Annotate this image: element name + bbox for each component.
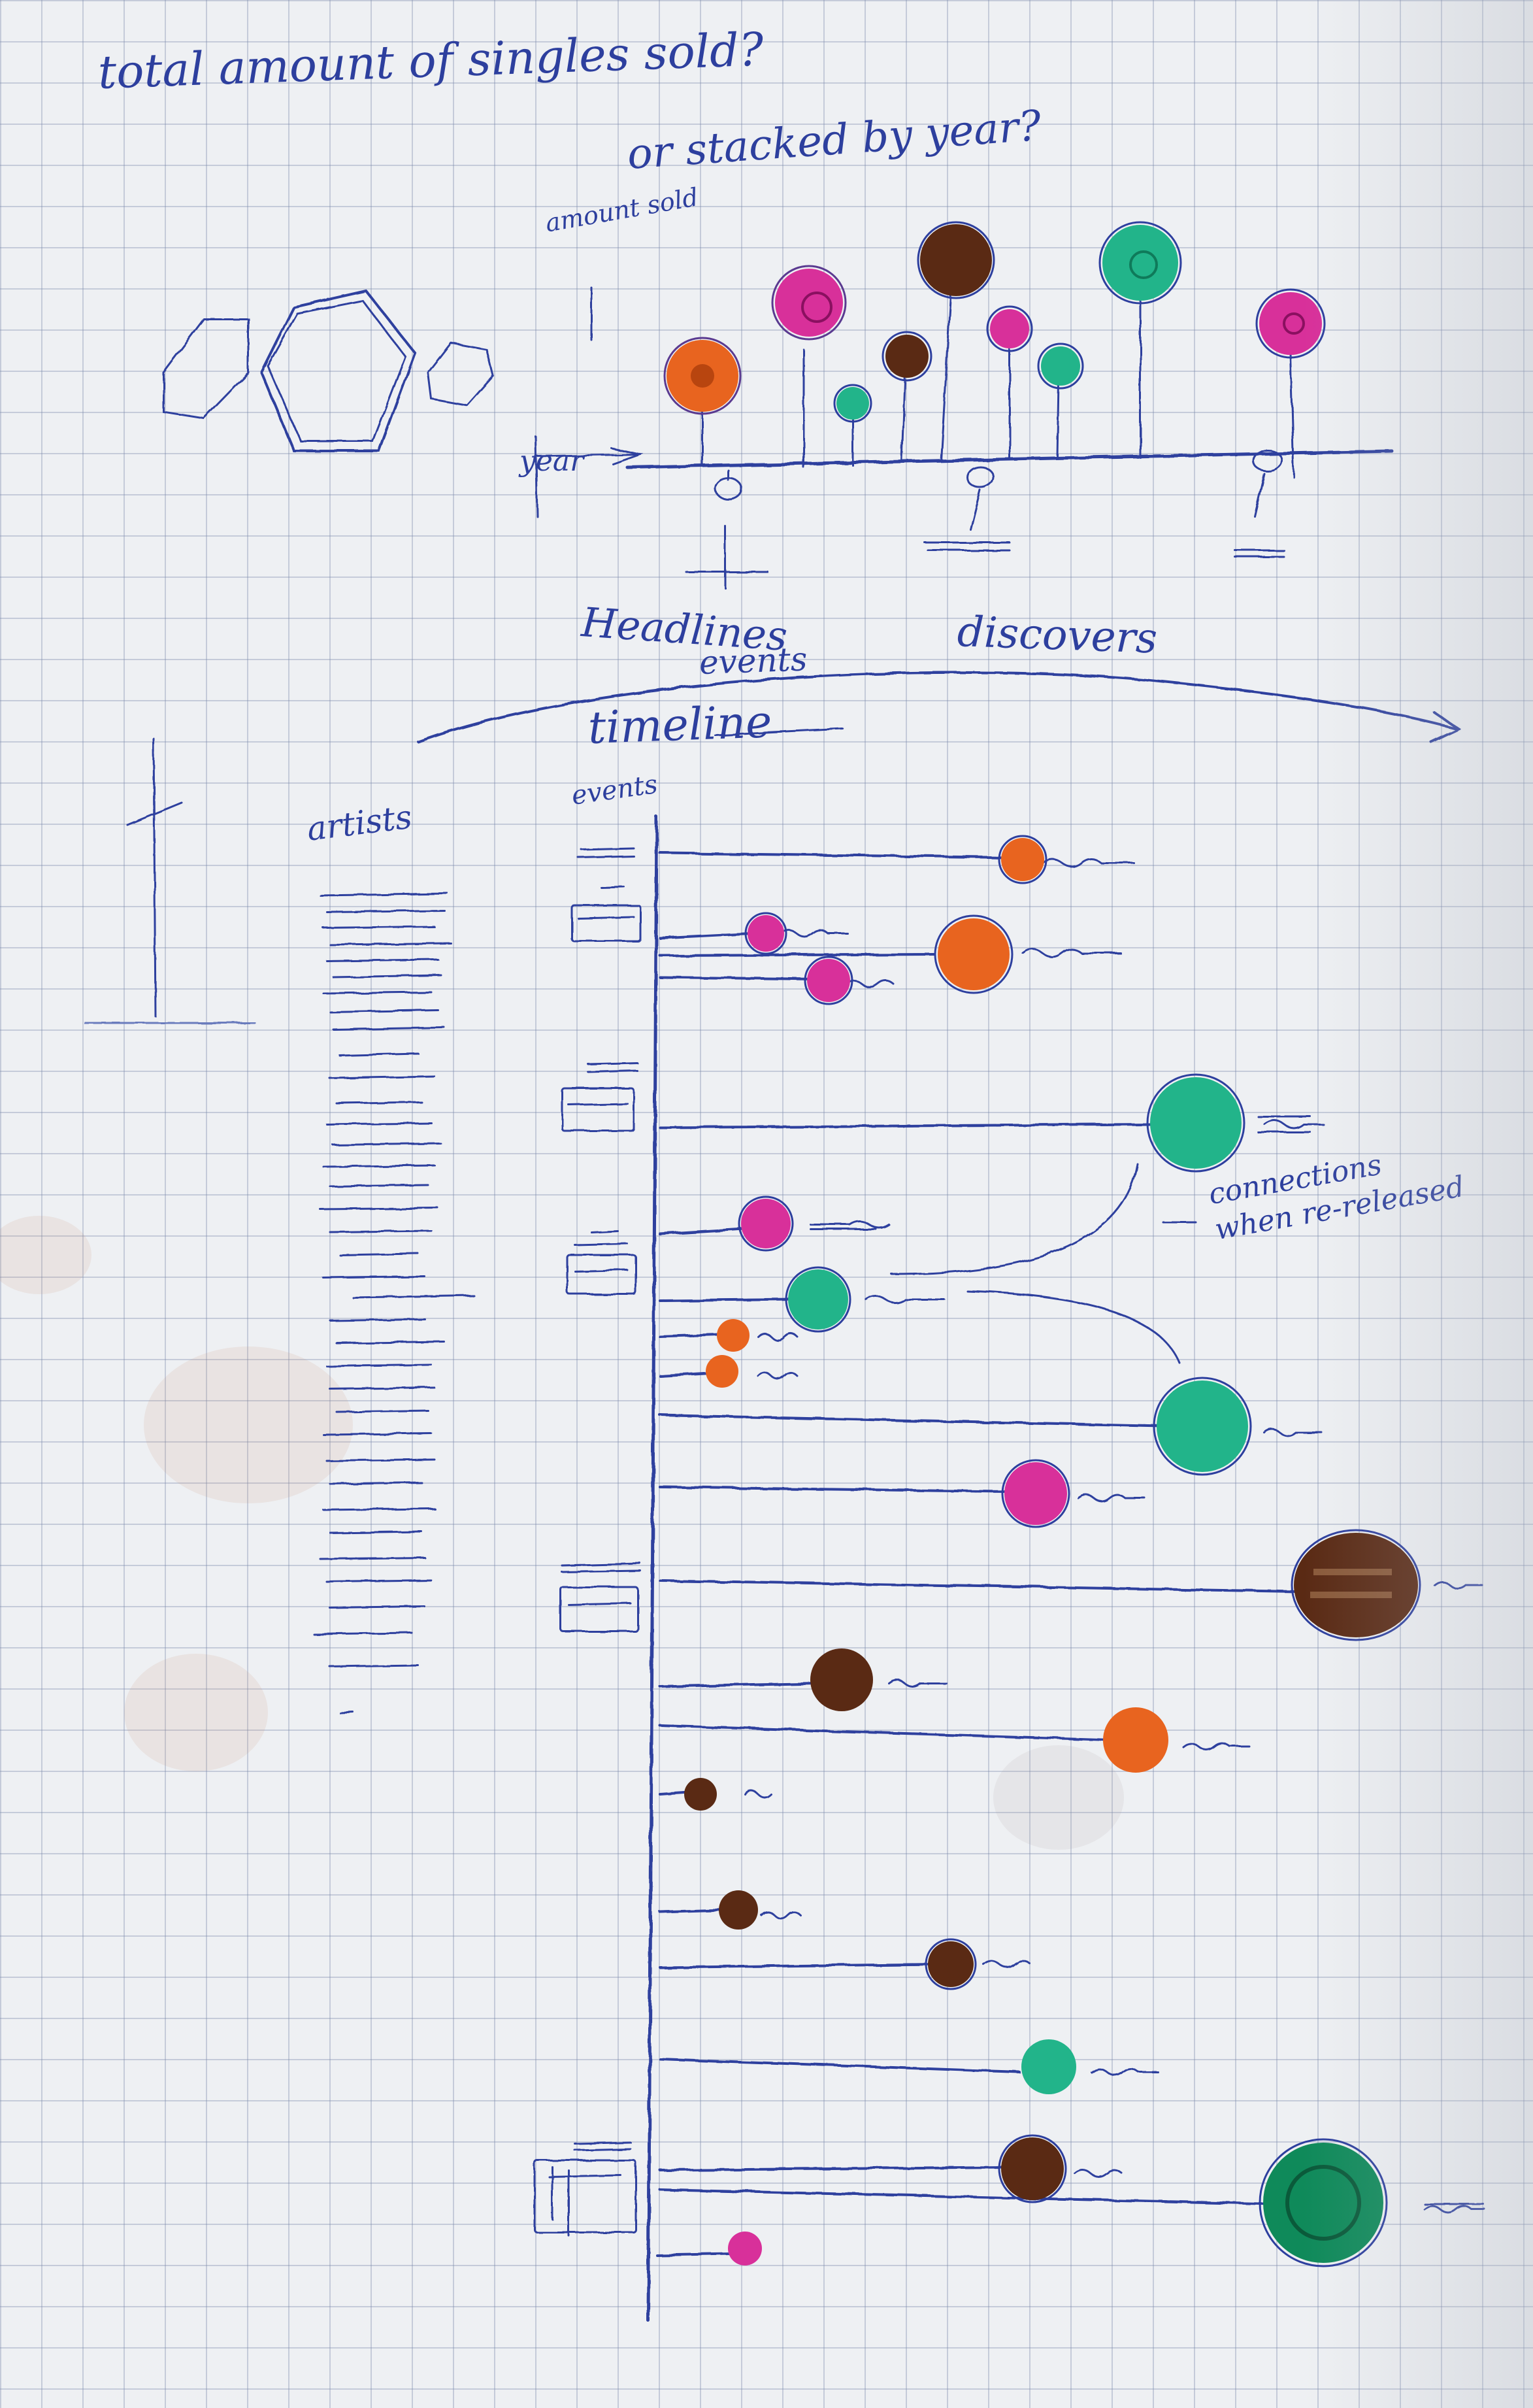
teal-dot xyxy=(1098,221,1182,305)
orange-dot xyxy=(998,835,1047,884)
magenta-dot xyxy=(771,265,847,341)
orange-dot xyxy=(1103,1707,1168,1773)
dark-green-dot xyxy=(1259,2138,1388,2267)
events-label: events xyxy=(698,640,808,682)
paper-stains xyxy=(0,1216,1124,1850)
magenta-dot xyxy=(804,956,853,1005)
brown-dot xyxy=(1291,1529,1421,1641)
magenta-dot xyxy=(744,912,787,955)
brown-dot xyxy=(925,1938,977,1990)
brown-dot xyxy=(998,2134,1067,2203)
teal-dot xyxy=(785,1266,851,1333)
orange-dot xyxy=(663,337,742,415)
brown-dot xyxy=(882,331,932,382)
timeline-dots xyxy=(684,835,1421,2267)
brown-dot xyxy=(719,1890,758,1930)
discovers-label: discovers xyxy=(956,608,1159,663)
year-label: year xyxy=(519,444,584,478)
magenta-dot xyxy=(1001,1459,1070,1528)
teal-dot xyxy=(1037,343,1084,390)
timeline-arrow xyxy=(417,671,1462,743)
hexagon-sketch xyxy=(162,289,495,452)
orange-dot xyxy=(717,1319,750,1352)
top-chart-stems xyxy=(701,293,1295,478)
orange-dot xyxy=(706,1355,738,1388)
timeline-axis xyxy=(646,815,659,2322)
top-chart-dots xyxy=(663,221,1326,423)
magenta-dot xyxy=(728,2232,762,2266)
label-squiggles xyxy=(744,858,1486,2214)
teal-dot xyxy=(1146,1073,1245,1173)
brown-dot xyxy=(810,1648,873,1711)
artists-list xyxy=(312,892,475,1714)
size-legend xyxy=(84,737,256,1024)
orange-dot xyxy=(934,914,1014,994)
teal-dot xyxy=(833,384,872,423)
teal-dot xyxy=(1021,2039,1076,2094)
brown-dot xyxy=(684,1778,717,1811)
magenta-dot xyxy=(738,1196,794,1252)
top-chart-axes xyxy=(535,286,1394,590)
timeline-label: timeline xyxy=(587,696,773,754)
magenta-dot xyxy=(1255,288,1326,359)
magenta-dot xyxy=(986,305,1033,352)
brown-dot xyxy=(917,221,995,299)
event-marks xyxy=(533,847,642,2237)
teal-dot xyxy=(1153,1377,1252,1476)
connection-curves xyxy=(891,1162,1197,1364)
event-lines xyxy=(655,852,1298,2256)
